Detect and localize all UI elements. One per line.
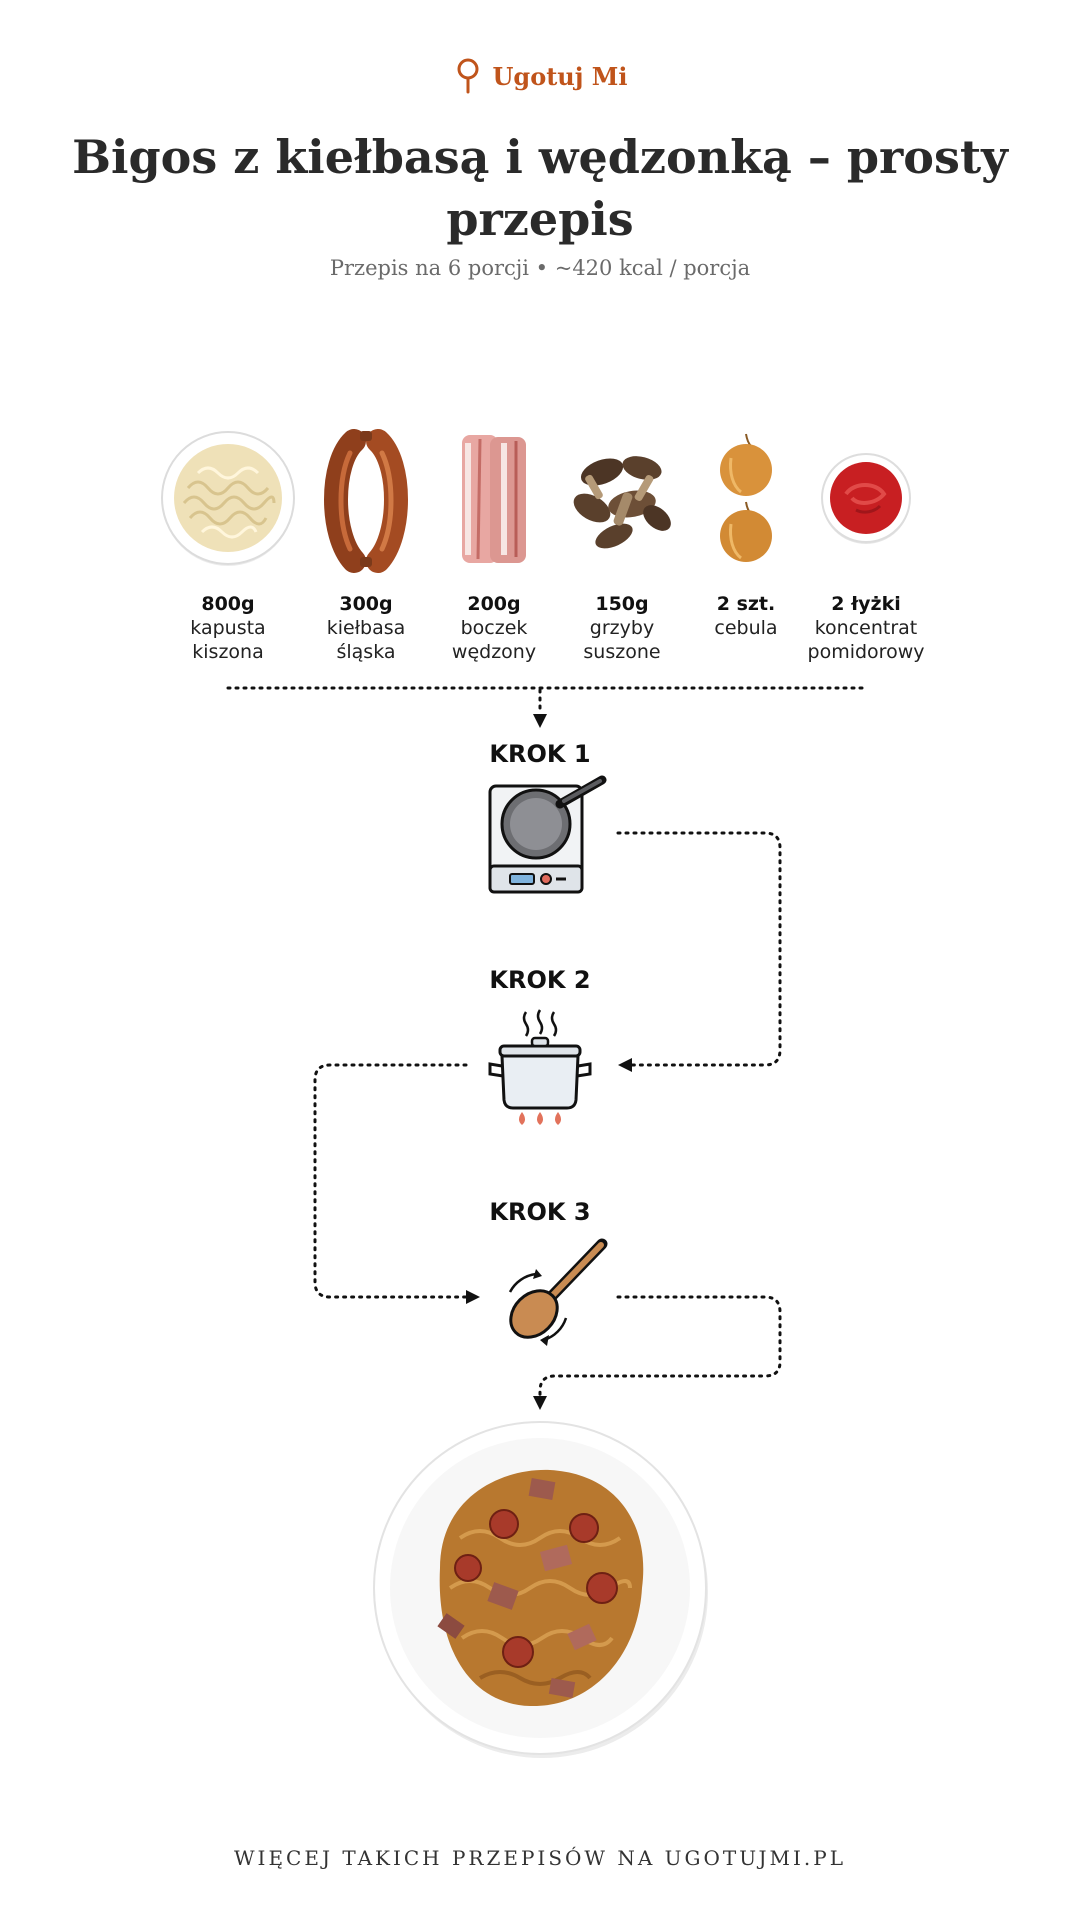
ingredient-name: cebula <box>714 617 778 639</box>
dried-mushrooms-icon <box>573 456 671 549</box>
page-title-line-2: przepis <box>446 192 634 246</box>
ingredient-name: koncentrat <box>814 617 918 639</box>
stirring-spoon-icon <box>508 1238 608 1346</box>
connector-step-3-to-result <box>538 1295 782 1398</box>
step-label: KROK 1 <box>489 740 591 768</box>
ingredient-item: 2 szt. cebula <box>676 418 816 640</box>
ingredient-item: 2 łyżki koncentrat pomidorowy <box>796 418 936 664</box>
step-label: KROK 3 <box>489 1198 591 1226</box>
brand-header[interactable]: Ugotuj Mi <box>0 58 1080 94</box>
ingredient-item: 200g boczek wędzony <box>424 418 564 664</box>
ingredient-name-2: śląska <box>336 641 396 663</box>
onion-icon <box>720 433 772 562</box>
footer-link[interactable]: WIĘCEJ TAKICH PRZEPISÓW NA UGOTUJMI.PL <box>233 1846 847 1870</box>
ingredient-qty: 200g <box>467 593 521 615</box>
ingredient-name-2: wędzony <box>451 641 537 663</box>
ingredient-name: kiełbasa <box>326 617 406 639</box>
sauerkraut-bowl-icon <box>161 431 295 566</box>
recipe-subtitle: Przepis na 6 porcji • ~420 kcal / porcja <box>329 256 751 280</box>
brand-name: Ugotuj Mi <box>492 61 628 91</box>
tomato-paste-icon <box>821 453 911 544</box>
ingredient-qty: 300g <box>339 593 393 615</box>
step-label: KROK 2 <box>489 966 591 994</box>
boiling-pot-icon <box>488 1009 592 1125</box>
ingredient-qty: 2 łyżki <box>831 593 901 615</box>
ingredient-name: grzyby <box>589 617 655 639</box>
spoon-logo-icon <box>457 58 478 94</box>
ingredient-name-2: pomidorowy <box>807 641 925 663</box>
arrowhead-to-step-3 <box>466 1290 480 1304</box>
page-title: Bigos z kiełbasą i wędzonką – prosty prz… <box>60 126 1020 250</box>
sausage-icon <box>324 429 408 573</box>
bigos-plate-icon <box>373 1421 708 1758</box>
ingredient-item: 300g kiełbasa śląska <box>296 418 436 664</box>
ingredient-name: boczek <box>460 617 528 639</box>
arrowhead-to-step-2 <box>618 1058 632 1072</box>
page-title-line-1: Bigos z kiełbasą i wędzonką – prosty <box>72 130 1008 184</box>
ingredient-item: 150g grzyby suszone <box>552 418 692 664</box>
arrowhead-to-result <box>533 1396 547 1410</box>
ingredient-qty: 800g <box>201 593 255 615</box>
ingredient-name-2: suszone <box>583 641 661 663</box>
bacon-icon <box>462 435 526 563</box>
connector-step-1-to-2 <box>616 831 782 1067</box>
ingredient-name-2: kiszona <box>192 641 264 663</box>
arrowhead-to-step-1 <box>533 714 547 728</box>
ingredient-qty: 150g <box>595 593 649 615</box>
ingredient-name: kapusta <box>190 617 266 639</box>
pan-on-stove-icon <box>488 775 607 894</box>
ingredient-item: 800g kapusta kiszona <box>158 418 298 664</box>
connector-step-2-to-3 <box>313 1063 470 1299</box>
ingredient-qty: 2 szt. <box>716 593 776 615</box>
